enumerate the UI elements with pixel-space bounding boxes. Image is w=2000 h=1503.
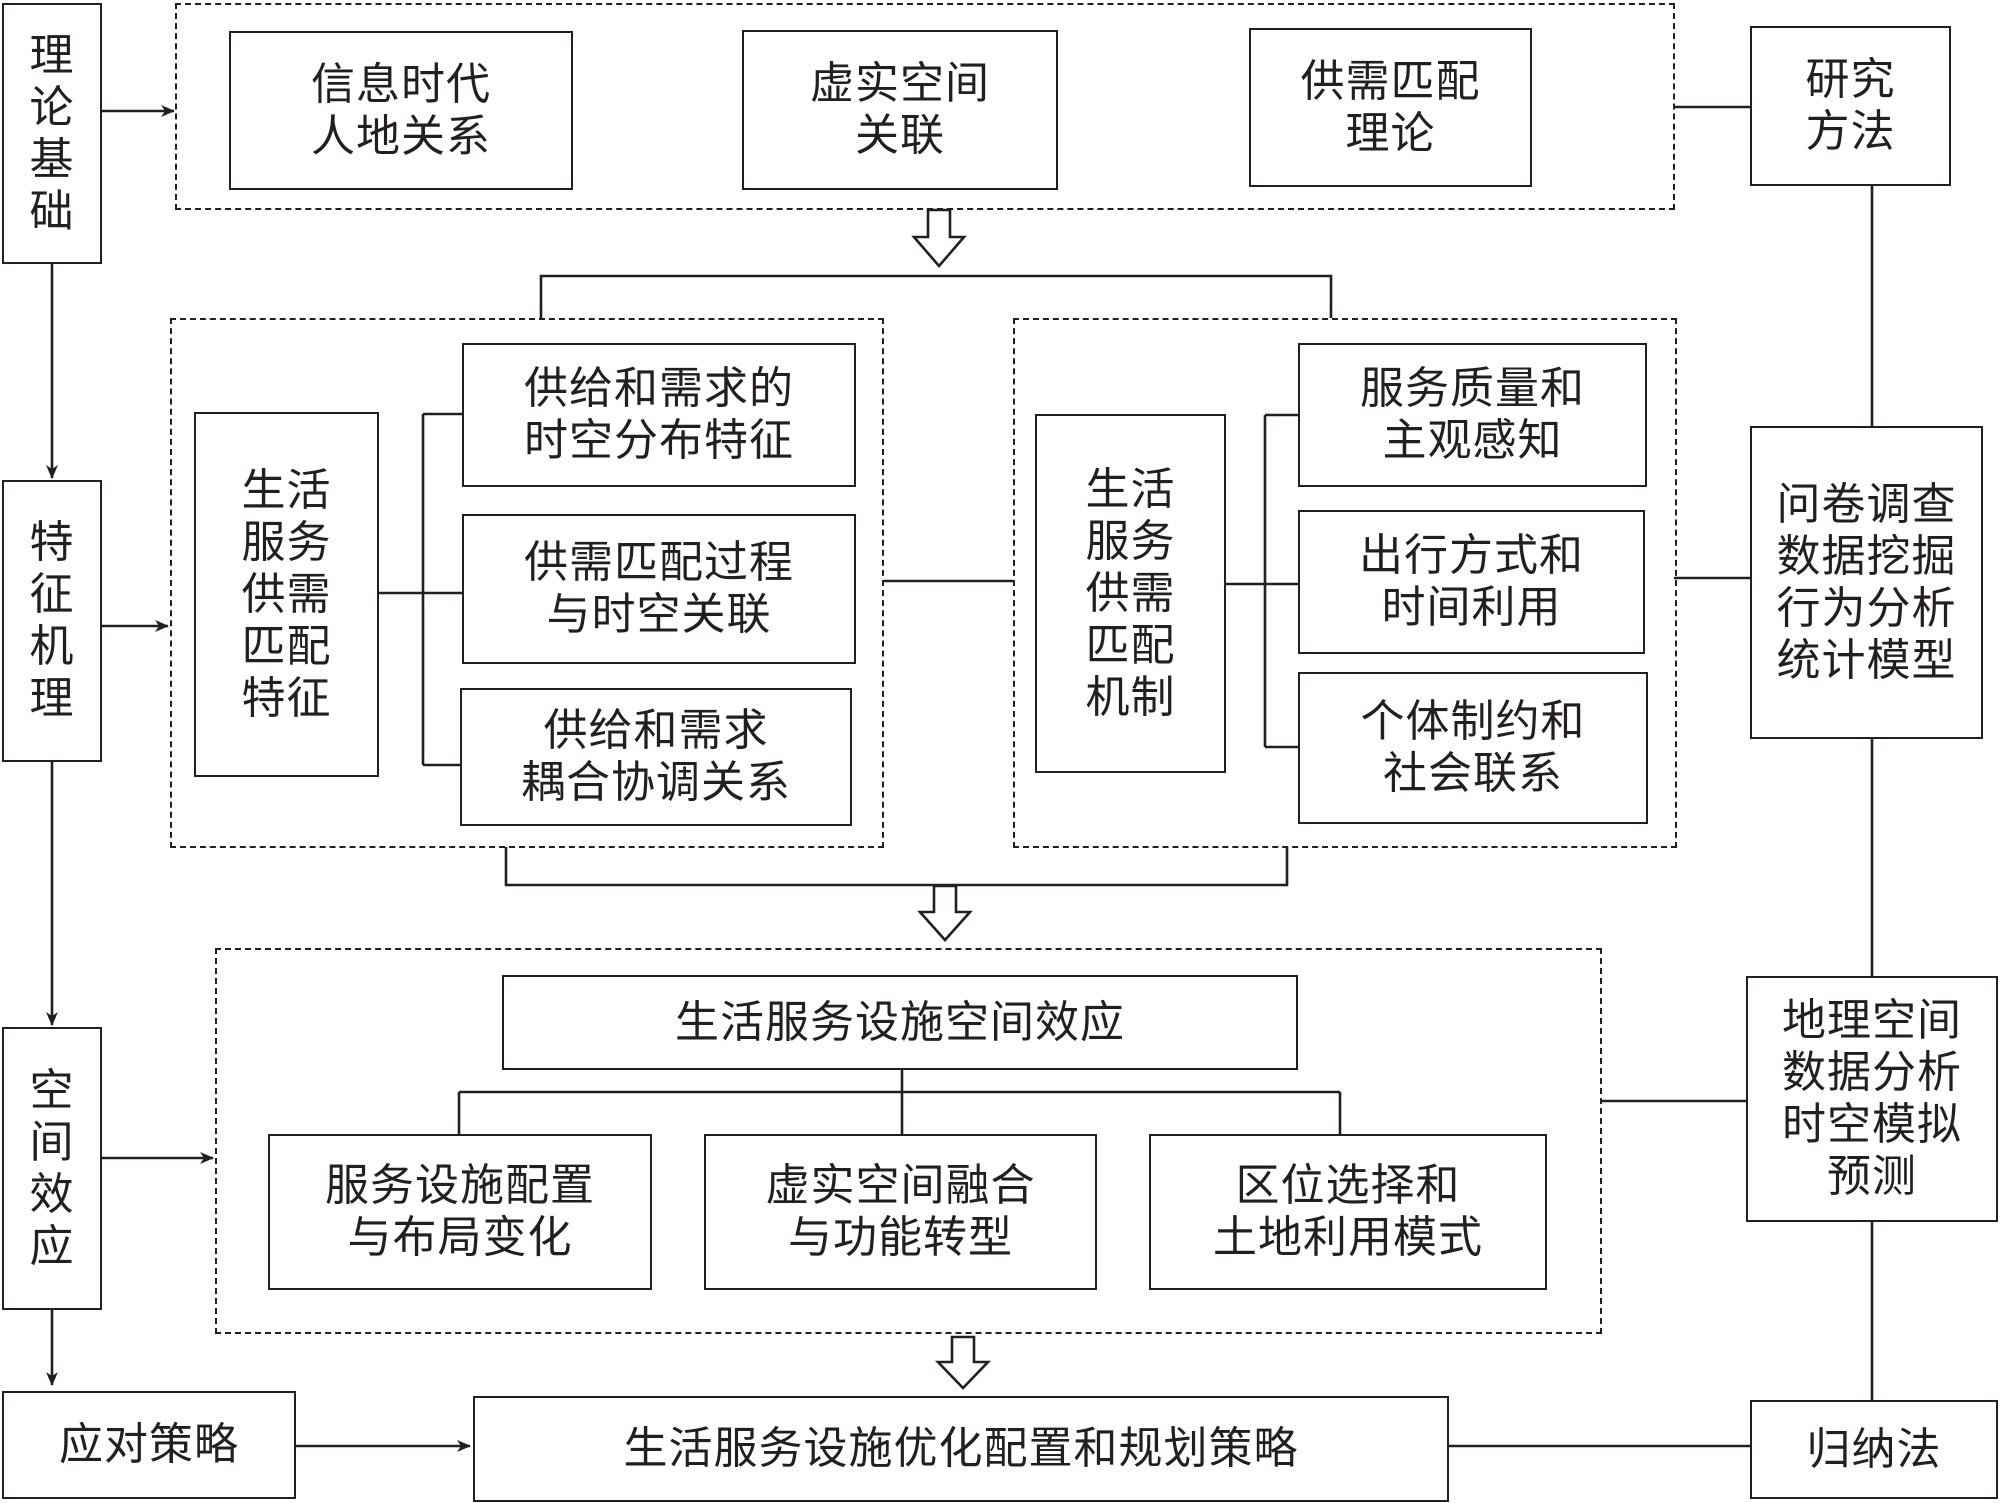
feature-item-2: 供需匹配过程 与时空关联 (462, 514, 856, 664)
supply-demand-theory-box: 供需匹配 理论 (1249, 28, 1532, 187)
effect-item-2-label: 虚实空间融合 与功能转型 (765, 1160, 1036, 1263)
effect-item-1: 服务设施配置 与布局变化 (268, 1134, 652, 1290)
response-strategy-box: 应对策略 (2, 1391, 296, 1499)
mechanism-item-3: 个体制约和 社会联系 (1298, 672, 1648, 824)
feature-item-3: 供给和需求 耦合协调关系 (460, 688, 852, 826)
mechanism-item-2: 出行方式和 时间利用 (1298, 510, 1645, 654)
theory-basis-box: 理 论 基 础 (2, 3, 102, 264)
mechanism-title-box: 生活 服务 供需 匹配 机制 (1035, 414, 1226, 773)
feature-item-1-label: 供给和需求的 时空分布特征 (524, 363, 794, 466)
effect-title-label: 生活服务设施空间效应 (675, 996, 1125, 1048)
feature-group-frame (170, 318, 884, 848)
final-strategy-label: 生活服务设施优化配置和规划策略 (623, 1423, 1299, 1474)
effect-item-1-label: 服务设施配置 与布局变化 (325, 1160, 595, 1263)
mechanism-item-2-label: 出行方式和 时间利用 (1359, 530, 1584, 633)
survey-methods-box: 问卷调查 数据挖掘 行为分析 统计模型 (1750, 426, 1983, 739)
final-strategy-box: 生活服务设施优化配置和规划策略 (473, 1396, 1449, 1502)
hollow-arrow-1 (911, 208, 967, 268)
virtual-space-label: 虚实空间 关联 (810, 58, 990, 161)
hollow-arrow-3 (934, 1335, 992, 1390)
response-strategy-label: 应对策略 (59, 1419, 239, 1470)
research-method-label: 研究 方法 (1805, 54, 1896, 157)
theory-basis-label: 理 论 基 础 (29, 29, 75, 237)
feature-title-label: 生活 服务 供需 匹配 特征 (241, 464, 332, 724)
feature-title-box: 生活 服务 供需 匹配 特征 (194, 412, 379, 777)
induction-box: 归纳法 (1750, 1400, 1998, 1499)
info-era-label: 信息时代 人地关系 (311, 58, 491, 162)
supply-demand-theory-label: 供需匹配 理论 (1300, 55, 1481, 159)
feature-mechanism-label: 特 征 机 理 (29, 517, 75, 724)
feature-mechanism-box: 特 征 机 理 (2, 480, 102, 762)
geo-methods-label: 地理空间 数据分析 时空模拟 预测 (1782, 995, 1962, 1202)
effect-title-box: 生活服务设施空间效应 (502, 975, 1298, 1070)
feature-item-2-label: 供需匹配过程 与时空关联 (524, 537, 794, 640)
effect-item-2: 虚实空间融合 与功能转型 (704, 1134, 1097, 1290)
mechanism-item-1-label: 服务质量和 主观感知 (1360, 363, 1585, 466)
effect-item-3-label: 区位选择和 土地利用模式 (1213, 1160, 1483, 1263)
mechanism-item-3-label: 个体制约和 社会联系 (1360, 696, 1586, 799)
effect-item-3: 区位选择和 土地利用模式 (1149, 1134, 1547, 1290)
virtual-space-box: 虚实空间 关联 (742, 30, 1058, 190)
mechanism-group-frame (1013, 318, 1677, 848)
survey-methods-label: 问卷调查 数据挖掘 行为分析 统计模型 (1776, 478, 1957, 686)
research-method-box: 研究 方法 (1750, 26, 1951, 186)
spatial-effect-label: 空 间 效 应 (29, 1064, 75, 1272)
theory-group-frame (175, 3, 1675, 210)
feature-item-1: 供给和需求的 时空分布特征 (462, 343, 856, 487)
feature-item-3-label: 供给和需求 耦合协调关系 (521, 705, 791, 808)
mechanism-title-label: 生活 服务 供需 匹配 机制 (1085, 463, 1176, 723)
spatial-effect-box: 空 间 效 应 (2, 1027, 102, 1310)
mechanism-item-1: 服务质量和 主观感知 (1298, 343, 1647, 487)
induction-label: 归纳法 (1806, 1423, 1942, 1475)
geo-methods-box: 地理空间 数据分析 时空模拟 预测 (1746, 976, 1998, 1222)
hollow-arrow-2 (917, 884, 973, 942)
info-era-box: 信息时代 人地关系 (229, 31, 573, 190)
effect-group-frame (215, 948, 1602, 1334)
